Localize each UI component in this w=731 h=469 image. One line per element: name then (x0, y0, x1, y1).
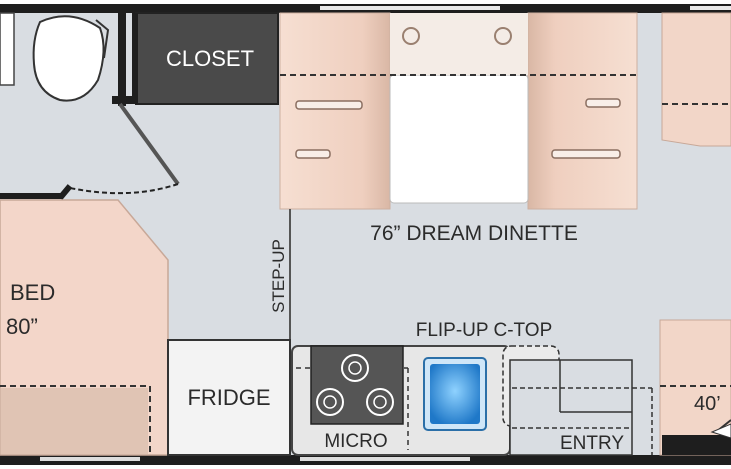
toilet-tank (95, 19, 110, 59)
closet-wall (132, 13, 138, 104)
bath-door (118, 102, 180, 186)
fridge-box (167, 339, 291, 456)
bath-wall-lower-end (57, 184, 73, 200)
dinette-bench-right (527, 12, 638, 210)
bed-label-line1: BED (10, 280, 55, 305)
bed-label-line2: 80” (6, 314, 38, 339)
bottom-wall-highlight (40, 457, 140, 461)
bath-wall-bottom (112, 96, 134, 104)
micro-label: MICRO (324, 431, 387, 452)
cooktop (310, 345, 404, 425)
burner-icon (341, 354, 369, 382)
closet-box (135, 12, 279, 105)
top-wall-highlight-right (690, 6, 731, 10)
entry-step (509, 359, 633, 456)
seatbelt-icon (295, 149, 331, 159)
burner-icon (348, 361, 362, 375)
flip-up-label: FLIP-UP C-TOP (416, 320, 553, 341)
fridge-label: FRIDGE (187, 385, 270, 410)
bath-vanity (0, 12, 15, 86)
cab-cabinet-upper (661, 12, 731, 147)
burner-icon (316, 388, 344, 416)
bottom-wall-highlight (300, 457, 470, 461)
entry-label: ENTRY (560, 433, 624, 454)
seatbelt-icon (585, 98, 621, 108)
table-post-icon (402, 27, 420, 45)
burner-icon (323, 395, 337, 409)
sink-basin (430, 364, 480, 424)
seatbelt-icon (295, 100, 363, 110)
dinette-table (389, 74, 529, 204)
bed-storage (0, 388, 148, 454)
seatbelt-icon (551, 149, 621, 159)
bath-door-swing (69, 183, 179, 195)
table-post-icon (494, 27, 512, 45)
burner-icon (373, 395, 387, 409)
cab-step (662, 435, 731, 455)
top-wall-highlight (320, 6, 500, 10)
closet-label: CLOSET (166, 46, 254, 71)
dinette-label: 76” DREAM DINETTE (370, 222, 578, 245)
bath-wall-right (118, 10, 126, 106)
cab-cabinet-lower (659, 319, 731, 456)
toilet-icon (32, 15, 105, 102)
cab-dimension-label: 40’ (694, 393, 721, 415)
step-up-label: STEP-UP (269, 239, 288, 313)
dinette-bench-left (279, 12, 391, 210)
cab-step-highlight (710, 423, 731, 439)
burner-icon (366, 388, 394, 416)
